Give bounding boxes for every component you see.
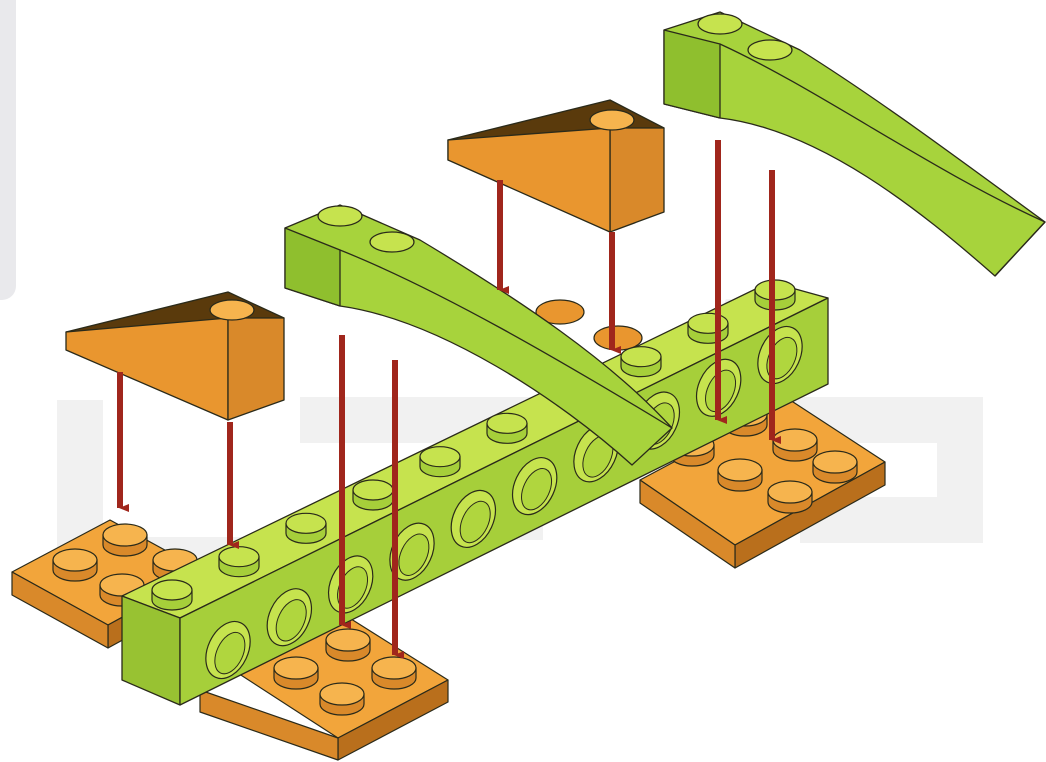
plate-stud [813, 451, 857, 483]
plate-stud [274, 657, 318, 689]
plate-stud [326, 629, 370, 661]
plate-stud [320, 683, 364, 715]
back-curved-slope [664, 12, 1045, 276]
beam-stud [688, 313, 728, 343]
plate-stud [768, 481, 812, 513]
beam-stud [286, 513, 326, 543]
back-slope [448, 100, 664, 232]
beam-stud [487, 413, 527, 443]
beam-stud [219, 547, 259, 577]
plate-stud [103, 524, 147, 556]
plate-stud [718, 459, 762, 491]
beam-stud [152, 580, 192, 610]
plate-stud [773, 429, 817, 461]
beam-stud [621, 347, 661, 377]
beam-stud [353, 480, 393, 510]
beam-stud [420, 447, 460, 477]
plate-stud [372, 657, 416, 689]
plate-stud [53, 549, 97, 581]
